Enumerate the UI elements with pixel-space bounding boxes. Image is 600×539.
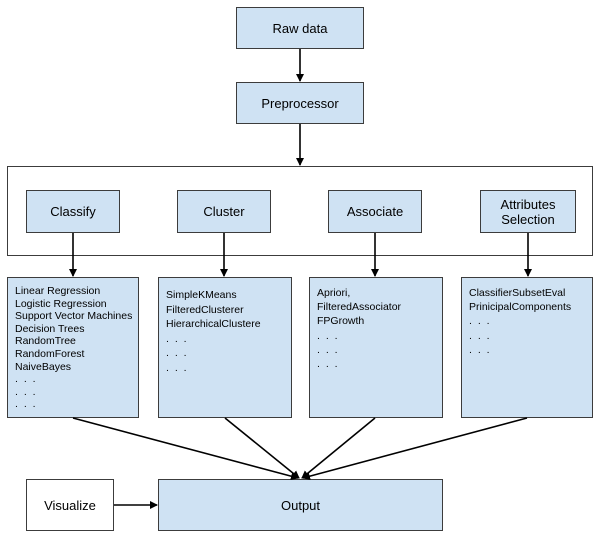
cluster-node: Cluster	[177, 190, 271, 233]
classify-algorithm-list: Linear Regression Logistic Regression Su…	[7, 277, 139, 418]
list-item: PrinicipalComponents	[469, 301, 572, 314]
arrow-classify-list-to-output	[72, 417, 299, 481]
list-item: RandomTree	[15, 335, 76, 348]
list-item: . . .	[166, 332, 189, 345]
associate-label: Associate	[346, 204, 404, 219]
list-item: . . .	[15, 398, 38, 411]
arrow-cluster-list-to-output	[224, 417, 300, 479]
visualize-label: Visualize	[44, 497, 96, 513]
list-item: Support Vector Machines	[15, 310, 133, 323]
list-item: ClassifierSubsetEval	[469, 287, 566, 299]
preprocessor-label: Preprocessor	[261, 95, 339, 111]
list-item: FilteredAssociator	[317, 301, 402, 314]
list-item: FilteredClusterer	[166, 303, 244, 316]
output-node: Output	[158, 479, 443, 531]
associate-node: Associate	[328, 190, 422, 233]
list-item: Logistic Regression	[15, 297, 107, 310]
raw-data-label: Raw data	[272, 20, 328, 36]
list-item: FPGrowth	[317, 315, 365, 328]
list-item: . . .	[15, 373, 38, 386]
raw-data-node: Raw data	[236, 7, 364, 49]
output-label: Output	[280, 497, 321, 513]
cluster-algorithm-list: SimpleKMeans FilteredClusterer Hierarchi…	[158, 277, 292, 418]
list-item: . . .	[166, 347, 189, 360]
arrow-attributes-list-to-output	[302, 417, 528, 481]
list-item: . . .	[317, 343, 340, 356]
classify-node: Classify	[26, 190, 120, 233]
preprocessor-node: Preprocessor	[236, 82, 364, 124]
list-item: . . .	[166, 361, 189, 374]
list-item: Apriori,	[317, 287, 351, 299]
list-item: Linear Regression	[15, 285, 101, 297]
list-item: . . .	[469, 329, 492, 342]
associate-algorithm-list: Apriori, FilteredAssociator FPGrowth . .…	[309, 277, 443, 418]
list-item: . . .	[15, 385, 38, 398]
arrow-associate-list-to-output	[301, 417, 376, 479]
attributes-label-line2: Selection	[501, 211, 555, 227]
list-item: NaiveBayes	[15, 360, 72, 373]
list-item: . . .	[469, 343, 492, 356]
list-item: . . .	[317, 329, 340, 342]
list-item: . . .	[469, 315, 492, 328]
classify-label: Classify	[50, 204, 96, 219]
list-item: SimpleKMeans	[166, 289, 237, 301]
list-item: . . .	[317, 358, 340, 371]
visualize-node: Visualize	[26, 479, 114, 531]
attributes-label-line1: Attributes	[500, 196, 556, 212]
cluster-label: Cluster	[203, 204, 245, 219]
attributes-algorithm-list: ClassifierSubsetEval PrinicipalComponent…	[461, 277, 593, 418]
attributes-selection-node: Attributes Selection	[480, 190, 576, 233]
list-item: HierarchicalClustere	[166, 318, 261, 331]
list-item: Decision Trees	[15, 322, 85, 335]
list-item: RandomForest	[15, 347, 85, 360]
algorithm-group-frame	[7, 166, 593, 256]
